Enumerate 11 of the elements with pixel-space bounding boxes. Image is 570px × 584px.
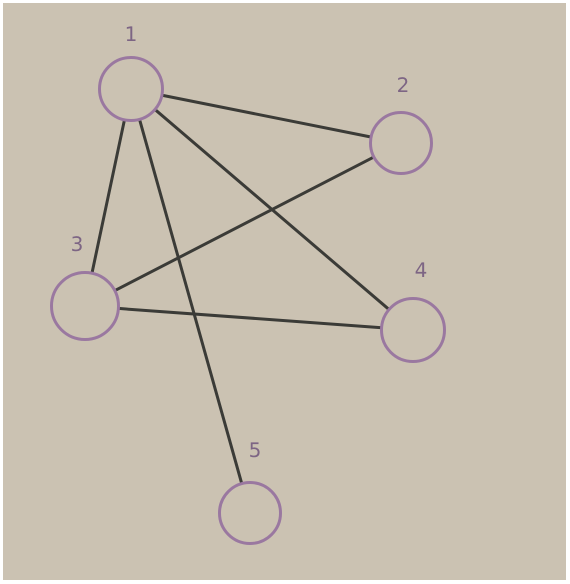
node-label: 2 (396, 74, 410, 96)
connector-line (90, 120, 126, 274)
connector-line (162, 94, 372, 138)
connector-line (138, 119, 243, 484)
connector-line (114, 156, 374, 292)
node-label: 5 (248, 439, 262, 461)
node-label: 4 (414, 259, 428, 281)
node-label: 1 (124, 23, 138, 45)
node-label: 3 (70, 233, 84, 255)
connector-line (118, 307, 382, 330)
connector-line (154, 108, 390, 310)
